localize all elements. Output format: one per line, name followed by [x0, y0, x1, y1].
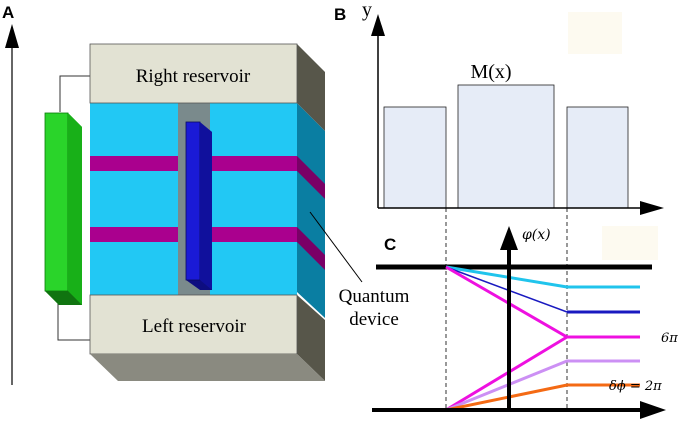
top-reservoir-label: Right reservoir: [136, 66, 251, 87]
bottom-axis-arrowhead: [640, 401, 666, 419]
mx-bar-center: [457, 84, 555, 209]
bottom-reservoir-label: Left reservoir: [142, 316, 247, 337]
panel-a: A: [2, 3, 410, 385]
phase-line-navy-upper: [445, 266, 640, 313]
panel-a-axis-arrowhead: [5, 24, 19, 48]
phi-label: φ(x): [522, 227, 551, 243]
phase-line-cyan: [445, 265, 640, 289]
top-wire: [59, 75, 90, 112]
label-delta-phi: δϕ = 2π: [609, 379, 662, 394]
phase-lines: [445, 265, 640, 412]
panel-b-letter: B: [334, 5, 346, 24]
panel-a-letter: A: [2, 3, 14, 22]
phase-line-orange: [445, 383, 640, 412]
panel-b-y-arrowhead: [371, 14, 385, 36]
device-label-line2: device: [349, 309, 399, 330]
mx-profile: [383, 84, 629, 209]
device-label-line1: Quantum: [339, 286, 410, 307]
side-green-block: [44, 112, 82, 305]
panel-c: C φ(x) 6π δϕ = 2π: [372, 226, 678, 419]
panel-c-blank-patch: [602, 226, 658, 260]
phi-axis-arrowhead: [500, 226, 518, 250]
device-pointer-line: [309, 211, 363, 283]
panel-b: B y M(x): [334, 0, 664, 215]
magenta-stripes: [90, 156, 325, 270]
top-reservoir: Right reservoir: [89, 43, 325, 131]
panel-c-letter: C: [384, 235, 396, 254]
bottom-reservoir: Left reservoir: [89, 294, 325, 381]
mx-label: M(x): [470, 61, 511, 83]
panel-b-blank-patch: [568, 12, 622, 54]
quantum-device-bar: [185, 121, 212, 290]
phase-line-magenta-lower: [445, 335, 568, 412]
label-6pi: 6π: [661, 331, 678, 346]
channel-side-face: [297, 103, 325, 318]
phase-line-lilac: [445, 359, 640, 412]
bottom-wire: [57, 300, 90, 341]
mx-bar-left: [383, 106, 447, 209]
panel-b-x-arrowhead: [640, 201, 664, 215]
mx-bar-right: [566, 106, 629, 209]
panel-b-y-label: y: [362, 0, 372, 21]
